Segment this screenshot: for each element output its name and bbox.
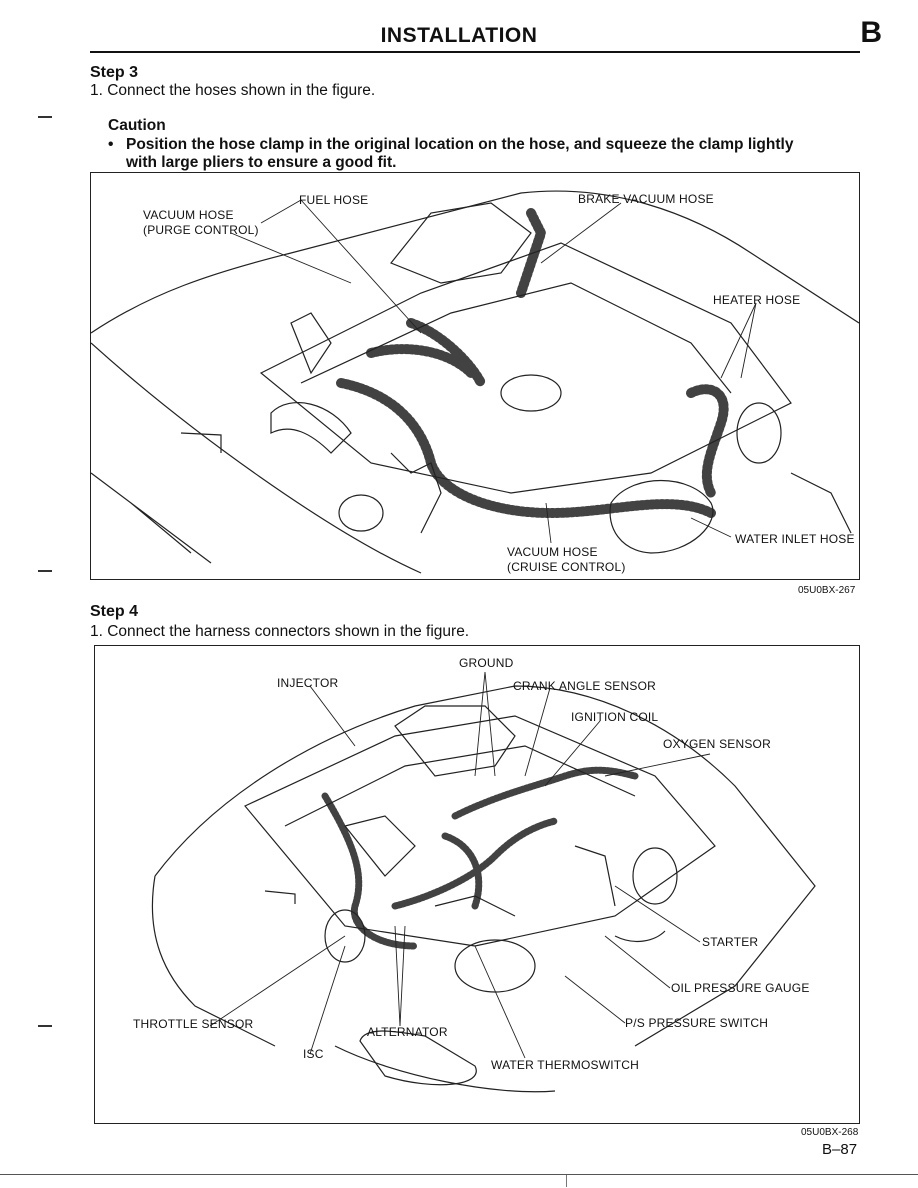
step3-heading: Step 3	[90, 64, 139, 81]
label-injector: INJECTOR	[277, 676, 339, 690]
figure-id-2: 05U0BX-268	[801, 1127, 859, 1138]
margin-mark	[38, 1025, 52, 1027]
footer-tick	[566, 1175, 567, 1187]
label-water-thermoswitch: WATER THERMOSWITCH	[491, 1058, 640, 1072]
label-heater-hose: HEATER HOSE	[713, 293, 801, 307]
label-ground: GROUND	[459, 656, 514, 670]
section-letter: B	[860, 16, 882, 49]
label-vacuum-purge-2: (PURGE CONTROL)	[143, 223, 259, 237]
header-rule	[90, 51, 860, 53]
step4-heading: Step 4	[90, 603, 139, 620]
label-starter: STARTER	[702, 935, 759, 949]
label-vacuum-cruise-2: (CRUISE CONTROL)	[507, 560, 626, 574]
label-ignition-coil: IGNITION COIL	[571, 710, 659, 724]
label-fuel-hose: FUEL HOSE	[299, 193, 369, 207]
page-number: B–87	[822, 1141, 858, 1158]
label-ps-pressure-switch: P/S PRESSURE SWITCH	[625, 1016, 769, 1030]
label-throttle-sensor: THROTTLE SENSOR	[133, 1017, 254, 1031]
label-crank-angle-sensor: CRANK ANGLE SENSOR	[513, 679, 656, 693]
caution-line-1: Position the hose clamp in the original …	[126, 136, 794, 153]
caution-line-2: with large pliers to ensure a good fit.	[126, 154, 397, 171]
engine-harness-illustration	[151, 671, 816, 1093]
caution-bullet: •	[108, 136, 114, 153]
step3-instruction: 1. Connect the hoses shown in the figure…	[90, 82, 376, 99]
margin-mark	[38, 116, 52, 118]
footer-rule	[0, 1174, 918, 1175]
step4-instruction: 1. Connect the harness connectors shown …	[90, 623, 470, 640]
label-oil-pressure-gauge: OIL PRESSURE GAUGE	[671, 981, 810, 995]
page-title: INSTALLATION	[380, 24, 538, 47]
label-water-inlet-hose: WATER INLET HOSE	[735, 532, 855, 546]
figure-harness: GROUND INJECTOR CRANK ANGLE SENSOR IGNIT…	[94, 645, 860, 1124]
engine-hose-illustration	[91, 190, 859, 574]
margin-mark	[38, 570, 52, 572]
label-brake-vacuum-hose: BRAKE VACUUM HOSE	[578, 192, 714, 206]
figure-hoses: FUEL HOSE VACUUM HOSE (PURGE CONTROL) BR…	[90, 172, 860, 580]
label-alternator: ALTERNATOR	[367, 1025, 448, 1039]
caution-title: Caution	[108, 117, 166, 134]
label-isc: ISC	[303, 1047, 324, 1061]
label-vacuum-cruise-1: VACUUM HOSE	[507, 545, 598, 559]
label-oxygen-sensor: OXYGEN SENSOR	[663, 737, 771, 751]
figure-id-1: 05U0BX-267	[798, 585, 856, 596]
label-vacuum-purge-1: VACUUM HOSE	[143, 208, 234, 222]
